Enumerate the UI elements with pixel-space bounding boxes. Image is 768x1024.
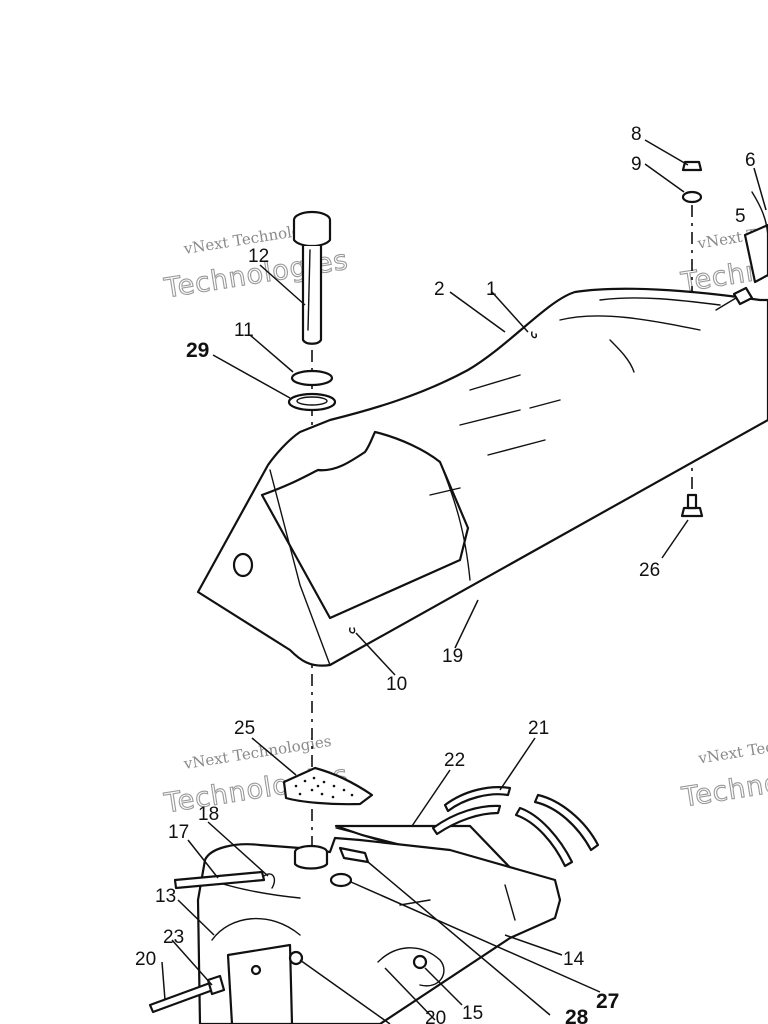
connector-wire: [715, 297, 737, 311]
callout-1: 1: [486, 279, 497, 300]
callout-20b: 20: [425, 1008, 446, 1024]
callout-11: 11: [234, 320, 254, 341]
tank-bracket: [226, 943, 294, 1024]
callout-20: 20: [135, 949, 156, 970]
foam-pad-25: [282, 766, 374, 806]
watermark-mid-right: vNext Technologies Technologies: [679, 726, 768, 814]
cover-panel-line: [269, 469, 331, 666]
cover-bolt-hole: [232, 552, 254, 578]
tank-seam: [504, 884, 516, 921]
clamp-23: [206, 974, 226, 996]
filler-tube-line: [307, 249, 311, 331]
callout-9: 9: [631, 154, 642, 175]
seat-texture: [559, 315, 701, 331]
callout-19: 19: [442, 646, 463, 667]
callout-14: 14: [563, 949, 585, 970]
callout-8: 8: [631, 124, 642, 145]
hose-21a: [443, 786, 512, 813]
callout-27: 27: [596, 990, 619, 1013]
tank-strap: [211, 917, 301, 941]
bolt-head: [250, 964, 262, 976]
callout-13: 13: [155, 886, 176, 907]
fitting-15: [412, 954, 428, 970]
seat-texture: [487, 439, 546, 456]
fastener-tab-10: [349, 627, 356, 634]
callout-29: 29: [186, 339, 209, 362]
callout-6: 6: [745, 150, 756, 171]
fuel-line-15: [377, 947, 445, 987]
grommet-26: [680, 506, 704, 518]
callout-2: 2: [434, 279, 445, 300]
cover-cutaway: [260, 430, 470, 620]
callout-28: 28: [565, 1006, 589, 1024]
callout-5: 5: [735, 206, 746, 227]
watermark-text: vNext Technologies: [696, 726, 768, 767]
leader-lines: [161, 139, 767, 1024]
seat-texture: [609, 339, 635, 373]
washer-27: [329, 872, 353, 888]
callout-12: 12: [248, 246, 269, 267]
gasket-29-inner: [296, 396, 328, 406]
hose-21b: [431, 804, 502, 836]
callout-10: 10: [386, 674, 407, 695]
seal-ring-11: [290, 369, 334, 387]
grommet-26-stem: [686, 493, 698, 510]
fastener-tab-1: [530, 331, 538, 339]
seat-texture: [459, 399, 561, 426]
fuel-cap-body: [292, 218, 332, 248]
hose-21d: [514, 806, 574, 868]
callout-18: 18: [198, 804, 219, 825]
hose-17: [173, 870, 266, 890]
cover-panel-line: [439, 461, 471, 581]
callout-labels: 8 9 6 5 2 1 12 11 29 26 19 10 25 22 21 1…: [135, 124, 756, 1024]
washer-9: [681, 190, 703, 204]
bolt-head: [288, 950, 304, 966]
callout-23: 23: [163, 927, 184, 948]
seat-cover: [196, 287, 768, 667]
seat-cover-assembly: [196, 287, 768, 667]
callout-25: 25: [234, 718, 255, 739]
callout-26: 26: [639, 560, 660, 581]
connector-plug: [732, 286, 754, 306]
tank-seam: [399, 899, 431, 906]
callout-22: 22: [444, 750, 465, 771]
tank-neck-body: [293, 850, 329, 870]
fuel-tank-assembly: [148, 836, 562, 1024]
filler-neck-assembly: [287, 210, 337, 412]
bracket-5: [743, 223, 768, 284]
callout-15: 15: [462, 1003, 483, 1024]
seat-texture: [599, 297, 721, 306]
callout-17: 17: [168, 822, 189, 843]
callout-21: 21: [528, 718, 549, 739]
foam-texture: [294, 776, 354, 799]
hose-21c: [533, 793, 600, 852]
filler-tube: [301, 244, 323, 345]
seat-texture: [429, 487, 461, 496]
seat-texture: [469, 374, 521, 391]
